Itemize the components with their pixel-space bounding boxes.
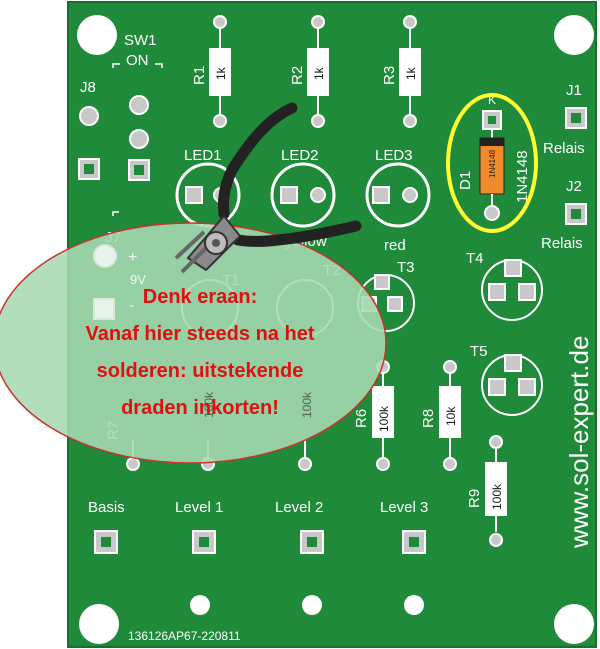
diode-d1: K 1N4148 D1 1N4148 bbox=[446, 93, 538, 233]
r4-value: 100k bbox=[202, 391, 216, 418]
led1-label: LED1 bbox=[184, 147, 222, 164]
mounting-hole-top-left bbox=[77, 15, 117, 55]
svg-text:1k: 1k bbox=[312, 66, 326, 80]
sw1-state: ON bbox=[126, 52, 149, 69]
resistor-r3: 1k R3 bbox=[381, 15, 421, 128]
svg-text:1k: 1k bbox=[404, 66, 418, 80]
website-label: www.sol-expert.de bbox=[564, 336, 594, 549]
j2-relay-label: Relais bbox=[541, 235, 583, 252]
serial-number: 136126AP67-220811 bbox=[128, 629, 241, 643]
mounting-hole-top-right bbox=[554, 15, 594, 55]
led3-label: LED3 bbox=[375, 147, 413, 164]
callout-line-2: Vanaf hier steeds na het bbox=[86, 323, 315, 345]
led2-label: LED2 bbox=[281, 147, 319, 164]
level-label-1: Level 1 bbox=[175, 499, 223, 516]
resistor-r5 bbox=[298, 440, 312, 471]
svg-text:D1: D1 bbox=[457, 171, 474, 190]
svg-text:T5: T5 bbox=[470, 343, 488, 360]
j8-label: J8 bbox=[80, 79, 96, 96]
svg-text:R3: R3 bbox=[381, 66, 398, 85]
mounting-hole-bottom-right bbox=[554, 604, 594, 644]
transistor-t5: T5 bbox=[470, 343, 543, 416]
callout-line-4: draden inkorten! bbox=[121, 397, 279, 419]
svg-text:R2: R2 bbox=[289, 66, 306, 85]
power-voltage: 9V bbox=[130, 272, 146, 287]
resistor-r1: 1k R1 bbox=[191, 15, 231, 128]
level-label-basis: Basis bbox=[88, 499, 125, 516]
svg-text:K: K bbox=[488, 93, 496, 107]
level-label-2: Level 2 bbox=[275, 499, 323, 516]
j2-label: J2 bbox=[566, 178, 582, 195]
callout-line-1: Denk eraan: bbox=[143, 286, 258, 308]
transistor-t3: T3 bbox=[357, 259, 415, 332]
svg-text:T4: T4 bbox=[466, 250, 484, 267]
resistor-r9: 100k R9 bbox=[466, 435, 507, 547]
svg-text:10k: 10k bbox=[444, 406, 458, 426]
svg-text:T3: T3 bbox=[397, 259, 415, 276]
power-minus: - bbox=[129, 297, 134, 314]
led3-footprint: red bbox=[365, 162, 431, 254]
j1-label: J1 bbox=[566, 82, 582, 99]
level-connectors: Basis Level 1 Level 2 Level 3 bbox=[88, 499, 428, 554]
warning-callout: + 9V - 100k 100k Denk eraan: Vanaf hier … bbox=[0, 222, 387, 464]
svg-text:1k: 1k bbox=[214, 66, 228, 80]
level-label-3: Level 3 bbox=[380, 499, 428, 516]
callout-line-3: solderen: uitstekende bbox=[97, 360, 304, 382]
led3-color: red bbox=[384, 237, 406, 254]
power-plus: + bbox=[128, 249, 137, 266]
svg-text:1N4148: 1N4148 bbox=[488, 149, 497, 178]
sw1-pads bbox=[128, 95, 150, 181]
resistor-r2: 1k R2 bbox=[289, 15, 329, 128]
resistor-r8: 10k R8 bbox=[420, 360, 461, 471]
transistor-t4: T4 bbox=[466, 250, 543, 321]
svg-text:R1: R1 bbox=[191, 66, 208, 85]
side-cutter-icon bbox=[174, 102, 362, 274]
sw1-label: SW1 bbox=[124, 32, 157, 49]
svg-text:R6: R6 bbox=[353, 409, 370, 428]
svg-text:100k: 100k bbox=[377, 405, 391, 432]
j1-relay-label: Relais bbox=[543, 140, 585, 157]
r5-value: 100k bbox=[300, 391, 314, 418]
svg-text:R8: R8 bbox=[420, 409, 437, 428]
diode-highlight bbox=[446, 93, 538, 233]
svg-text:R9: R9 bbox=[466, 489, 483, 508]
svg-text:100k: 100k bbox=[490, 483, 504, 510]
mounting-hole-bottom-left bbox=[79, 604, 119, 644]
svg-text:1N4148: 1N4148 bbox=[514, 150, 531, 203]
